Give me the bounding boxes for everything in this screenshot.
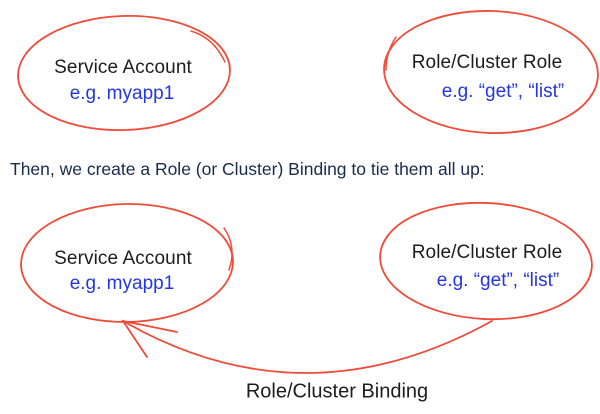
sketch-tail-bottom-left <box>223 227 233 271</box>
role-ellipse-top <box>383 10 599 134</box>
service-account-ellipse-top <box>17 15 231 131</box>
binding-arrow-arc <box>122 320 493 374</box>
caption-text: Then, we create a Role (or Cluster) Bind… <box>10 159 485 179</box>
sketch-tail-top-left <box>190 30 226 63</box>
service-account-example-bottom: e.g. myapp1 <box>69 273 175 294</box>
role-example-bottom: e.g. “get”, “list” <box>436 270 560 291</box>
service-account-example-top: e.g. myapp1 <box>69 83 175 104</box>
binding-label: Role/Cluster Binding <box>245 380 429 403</box>
role-title-top: Role/Cluster Role <box>411 52 563 73</box>
role-example-top: e.g. “get”, “list” <box>441 81 565 102</box>
service-account-title-top: Service Account <box>54 57 192 78</box>
role-ellipse-bottom <box>379 201 593 321</box>
service-account-title-bottom: Service Account <box>54 248 192 269</box>
sketch-tail-top-right <box>385 36 397 71</box>
role-title-bottom: Role/Cluster Role <box>411 242 563 263</box>
binding-arrowhead <box>121 319 178 358</box>
